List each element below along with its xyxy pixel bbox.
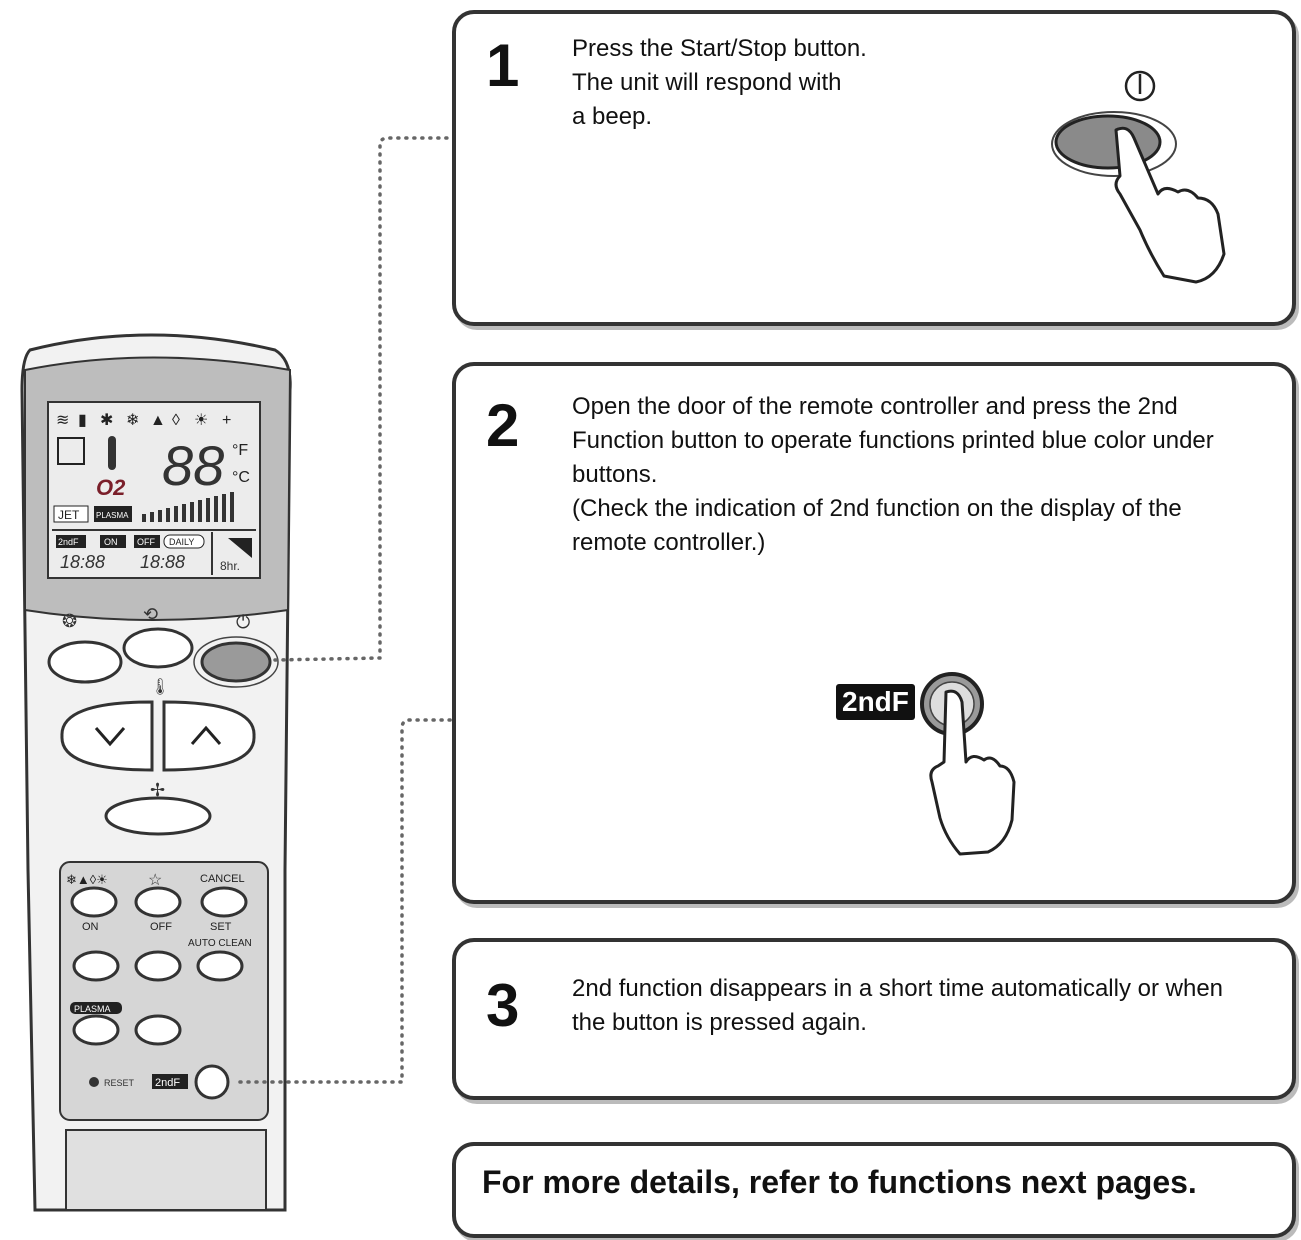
lcd-daily: DAILY xyxy=(169,537,194,547)
swing-button[interactable] xyxy=(47,640,123,684)
step-3-text: 2nd function disappears in a short time … xyxy=(572,972,1284,1040)
timer-on-label: ON xyxy=(82,921,99,933)
more-details-panel: For more details, refer to functions nex… xyxy=(452,1142,1296,1238)
thermometer-icon xyxy=(108,436,116,470)
star-icon: ☆ xyxy=(148,872,162,889)
step-3-number: 3 xyxy=(486,972,520,1039)
plasma-label: PLASMA xyxy=(74,1004,111,1014)
lcd-off: OFF xyxy=(137,537,155,547)
lcd-temp: 88 xyxy=(162,434,224,497)
remote-door xyxy=(65,1129,267,1211)
lcd-jet-box xyxy=(53,505,89,523)
connector-lines xyxy=(238,136,454,1084)
auto-clean-button[interactable] xyxy=(196,950,244,982)
power-symbol-icon: ⏻ xyxy=(236,612,250,632)
swing-icon: ❂ xyxy=(62,611,77,631)
step-2-text: Open the door of the remote controller a… xyxy=(572,390,1284,560)
pressing-hand-icon xyxy=(1114,126,1226,284)
fan-icon: ✢ xyxy=(150,780,165,800)
power-icon xyxy=(1124,70,1156,102)
lcd-sleep-icon xyxy=(228,538,252,558)
lcd-unit-f: °F xyxy=(232,442,248,459)
svg-text:✱: ✱ xyxy=(100,412,113,429)
step-2-number: 2 xyxy=(486,392,520,459)
set-label: SET xyxy=(210,921,232,933)
timer-off-label: OFF xyxy=(150,921,172,933)
svg-text:☀: ☀ xyxy=(194,412,208,429)
connector-step-2 xyxy=(238,718,454,1084)
svg-text:◊: ◊ xyxy=(172,412,180,429)
reset-label: RESET xyxy=(104,1078,135,1088)
start-stop-button[interactable] xyxy=(200,641,272,683)
svg-text:≋: ≋ xyxy=(56,412,69,429)
jet-mode-icon: ⟲ xyxy=(143,604,158,624)
step-2-line: remote controller.) xyxy=(572,529,766,556)
timer-off-button[interactable] xyxy=(134,950,182,982)
temp-down-button[interactable] xyxy=(60,700,154,772)
step-1-number: 1 xyxy=(486,32,520,99)
remote-control-illustration: ≋ ▮ ✱ ❄ ▲ ◊ ☀ + 88 °F °C O2 JET PLASMA 2ndF O… xyxy=(20,333,292,1212)
step-3-line: the button is pressed again. xyxy=(572,1009,867,1036)
lcd-mode-icons: ≋ ▮ ✱ ❄ ▲ ◊ ☀ + xyxy=(56,412,231,429)
step-1-line: a beep. xyxy=(572,103,653,130)
step-3-line: 2nd function disappears in a short time … xyxy=(572,975,1224,1002)
lcd-plasma-box xyxy=(94,506,132,522)
home-icon xyxy=(57,437,85,465)
lcd-jet: JET xyxy=(58,508,80,522)
step-1-panel: 1 Press the Start/Stop button. The unit … xyxy=(452,10,1296,326)
second-function-label: 2ndF xyxy=(155,1077,180,1089)
lcd-on: ON xyxy=(104,537,118,547)
lcd-plasma: PLASMA xyxy=(96,511,129,520)
step-2-panel: 2 Open the door of the remote controller… xyxy=(452,362,1296,904)
step-1-text: Press the Start/Stop button. The unit wi… xyxy=(572,32,867,134)
step-1-line: The unit will respond with xyxy=(572,69,842,96)
temp-down-icon xyxy=(94,727,126,747)
timer-on-button[interactable] xyxy=(72,950,120,982)
auto-clean-label: AUTO CLEAN xyxy=(188,938,252,949)
second-function-button[interactable] xyxy=(194,1064,230,1100)
light-button[interactable] xyxy=(134,1014,182,1046)
press-start-stop-illustration xyxy=(1051,70,1226,284)
fan-speed-button[interactable] xyxy=(104,796,212,836)
svg-text:▮: ▮ xyxy=(78,412,87,429)
cancel-label: CANCEL xyxy=(200,873,245,885)
lcd-o2: O2 xyxy=(96,475,126,500)
step-3-panel: 3 2nd function disappears in a short tim… xyxy=(452,938,1296,1100)
step-2-line: Open the door of the remote controller a… xyxy=(572,393,1178,420)
lcd-unit-c: °C xyxy=(232,469,250,486)
jet-mode-button[interactable] xyxy=(122,627,194,669)
pressing-hand-icon xyxy=(929,689,1016,856)
plasma-button[interactable] xyxy=(72,1014,120,1046)
svg-text:❄: ❄ xyxy=(126,412,139,429)
energy-button[interactable] xyxy=(134,886,182,918)
fan-speed-bars xyxy=(142,492,234,522)
reset-dot[interactable] xyxy=(89,1077,99,1087)
mode-button[interactable] xyxy=(70,886,118,918)
connector-step-1 xyxy=(273,136,454,662)
lcd-display xyxy=(47,401,261,579)
temp-thermometer-icon: 🌡 xyxy=(150,678,170,696)
svg-text:+: + xyxy=(222,412,231,429)
step-2-line: (Check the indication of 2nd function on… xyxy=(572,495,1182,522)
step-2-line: buttons. xyxy=(572,461,658,488)
lcd-time-1: 18:88 xyxy=(60,552,105,572)
lower-panel xyxy=(59,861,269,1121)
cancel-button[interactable] xyxy=(200,886,248,918)
lcd-hours: 8hr. xyxy=(220,559,240,573)
step-2-line: Function button to operate functions pri… xyxy=(572,427,1214,454)
temp-up-icon xyxy=(190,725,222,745)
mode-icons: ❄▲◊☀ xyxy=(66,872,108,887)
second-function-badge: 2ndF xyxy=(836,684,915,720)
more-details-note: For more details, refer to functions nex… xyxy=(482,1164,1197,1200)
lcd-2ndf: 2ndF xyxy=(58,537,79,547)
step-1-line: Press the Start/Stop button. xyxy=(572,35,867,62)
lcd-time-2: 18:88 xyxy=(140,552,185,572)
svg-text:▲: ▲ xyxy=(150,412,166,429)
press-2ndf-illustration xyxy=(920,672,1016,856)
temp-up-button[interactable] xyxy=(162,700,256,772)
